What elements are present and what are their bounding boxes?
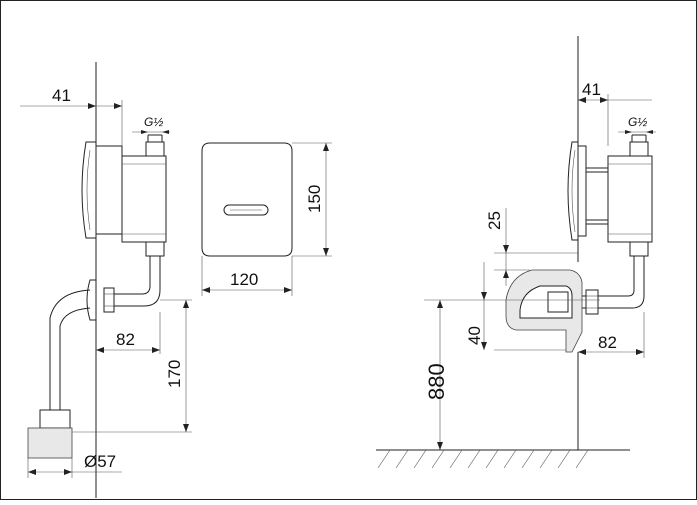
right-valve-body [607,155,653,243]
right-bottom-nut [629,241,649,257]
right-dim-41: 41 [582,80,601,99]
left-mount-plate [95,145,123,235]
left-dim-170: 170 [165,360,184,388]
right-pipe-nut [585,289,599,315]
front-view: 150 120 [201,142,332,296]
front-dim-150: 150 [305,185,324,213]
left-cover [81,141,97,239]
left-base [27,427,73,459]
front-cover [201,142,293,257]
left-top-connector [145,141,165,157]
left-dim-82: 82 [116,330,135,349]
right-side-view: 41 G½ 25 40 82 880 [376,36,656,469]
right-top-connector [629,141,649,157]
left-bottom-nut [145,241,165,257]
left-side-view: 41 G½ 82 170 Ø57 [20,62,192,498]
left-pipe-nut [103,287,115,313]
left-wall-flange [86,279,97,321]
left-valve-body [121,155,167,243]
right-dim-82: 82 [598,333,617,352]
right-mount-plate [577,145,587,237]
floor-hatch [377,449,589,469]
right-dim-40: 40 [465,326,484,345]
right-dim-880: 880 [424,363,449,400]
right-dim-25: 25 [485,211,504,230]
right-cover [567,141,579,241]
left-dim-diameter: Ø57 [84,452,116,471]
right-spreader [547,291,569,313]
right-dim-thread: G½ [628,115,647,129]
left-base-top [39,409,71,429]
left-dim-41: 41 [52,86,71,105]
left-dim-thread: G½ [144,115,163,129]
front-dim-120: 120 [230,270,258,289]
